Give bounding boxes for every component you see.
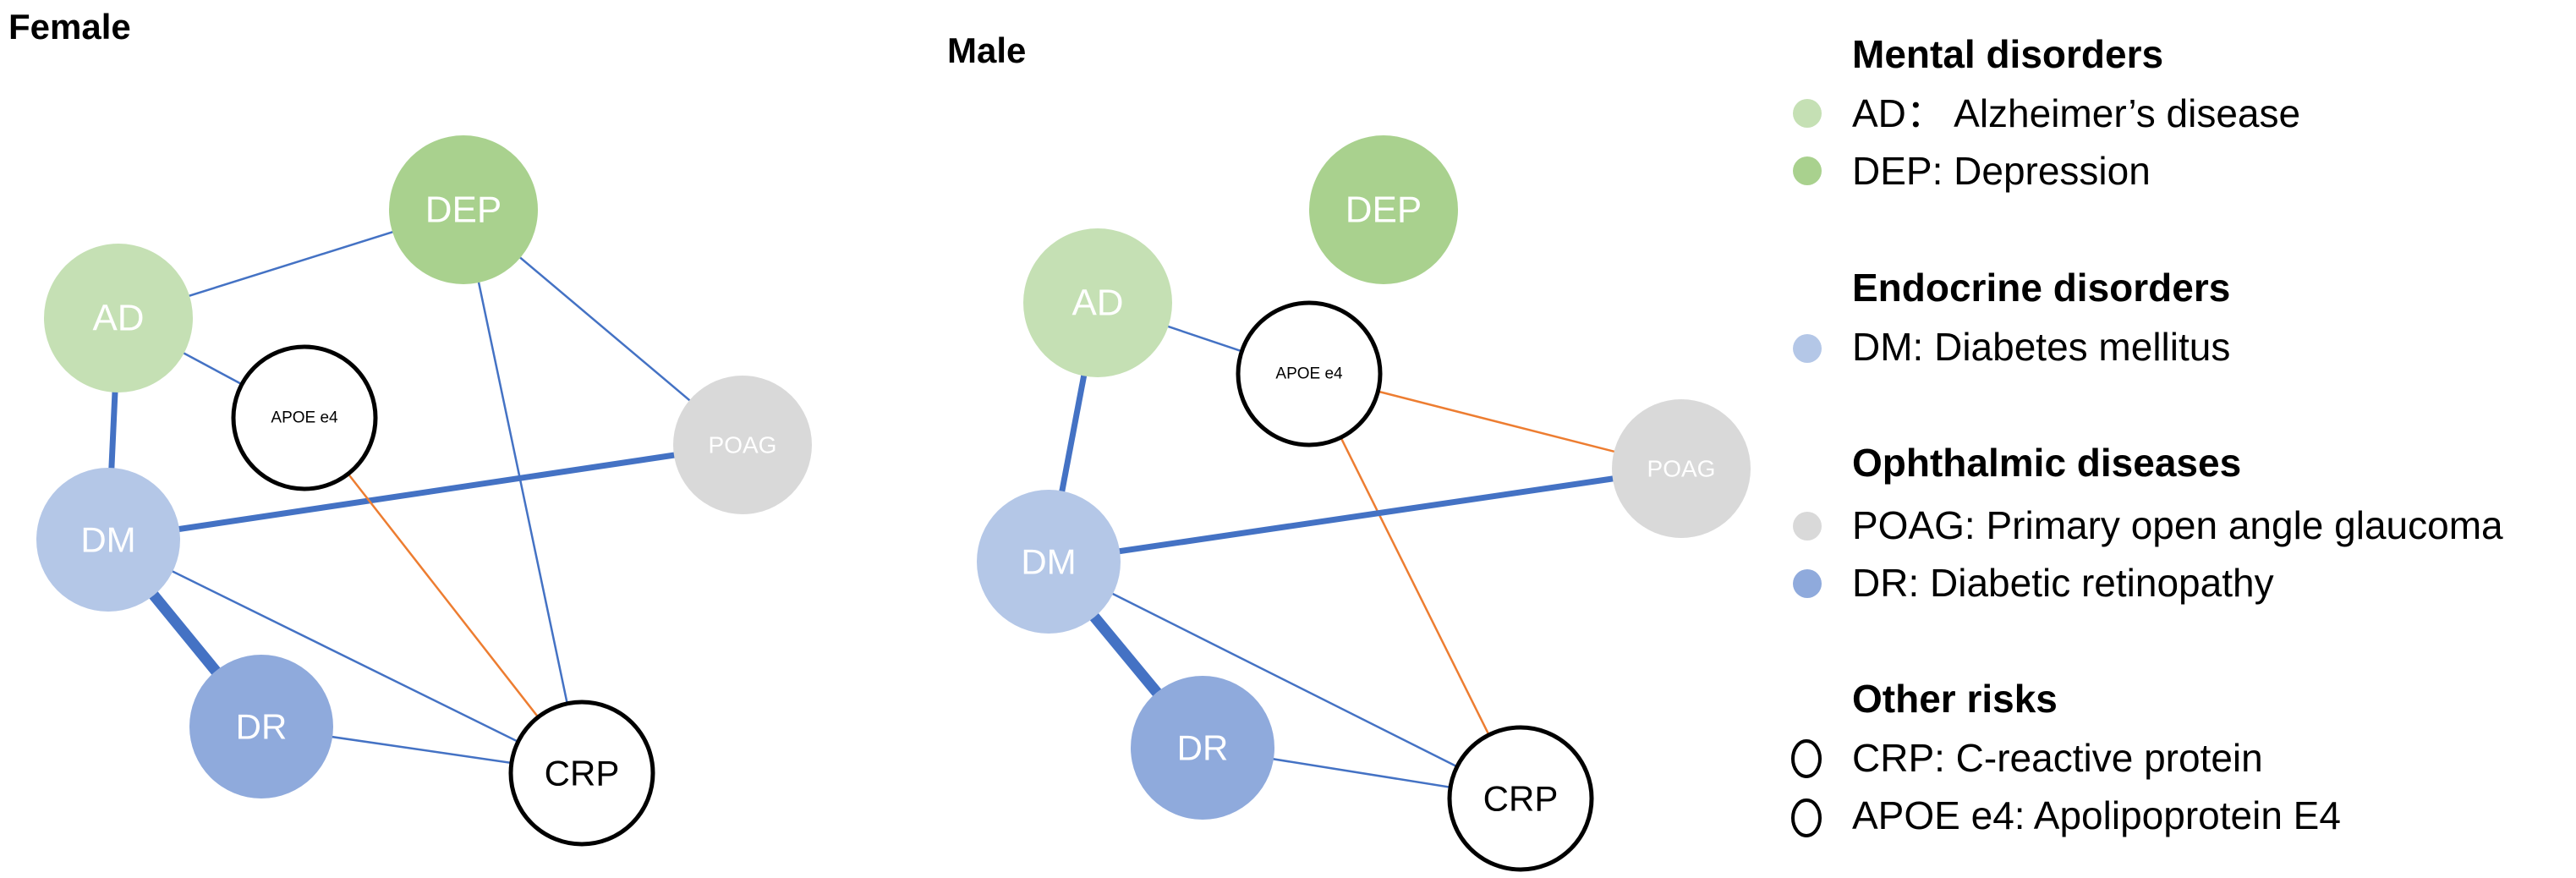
male-edge-dm-poag [1048, 465, 1682, 565]
male-node-dep: DEP [1309, 135, 1458, 284]
legend-heading-mental: Mental disorders [1852, 32, 2163, 76]
legend-marker-apoe [1791, 798, 1822, 837]
female-panel-title: Female [8, 7, 131, 47]
female-node-circle-dr [189, 655, 333, 798]
male-node-apoe: APOE e4 [1236, 300, 1383, 447]
male-node-poag: POAG [1612, 399, 1751, 538]
male-node-circle-dm [977, 490, 1121, 634]
female-node-circle-dep [389, 135, 538, 284]
legend-item-apoe: APOE e4: Apolipoprotein E4 [1852, 793, 2341, 837]
female-node-apoe: APOE e4 [231, 344, 378, 491]
female-node-circle-crp [508, 700, 655, 847]
female-node-ad: AD [44, 244, 193, 392]
female-node-label-crp: CRP [545, 754, 620, 793]
male-node-label-ad: AD [1072, 283, 1123, 324]
legend-marker-crp [1791, 739, 1822, 778]
female-edge-apoe-crp [304, 417, 583, 774]
legend-item-ad: AD： Alzheimer’s disease [1852, 91, 2300, 135]
male-node-circle-poag [1612, 399, 1751, 538]
male-node-circle-dep [1309, 135, 1458, 284]
female-node-dm: DM [36, 468, 180, 612]
female-node-label-dm: DM [80, 520, 135, 560]
male-node-label-dr: DR [1177, 728, 1229, 768]
male-node-dm: DM [977, 490, 1121, 634]
legend-heading-endocrine: Endocrine disorders [1852, 266, 2230, 310]
male-node-label-crp: CRP [1483, 779, 1559, 819]
male-node-crp: CRP [1447, 725, 1594, 872]
female-node-label-poag: POAG [709, 432, 777, 458]
female-node-dep: DEP [389, 135, 538, 284]
female-node-circle-apoe [231, 344, 378, 491]
female-node-circle-poag [673, 376, 812, 514]
female-node-label-dep: DEP [425, 189, 501, 231]
female-edge-dep-crp [462, 209, 584, 774]
legend-marker-dr [1793, 569, 1822, 598]
female-node-crp: CRP [508, 700, 655, 847]
female-edge-dm-poag [107, 442, 743, 543]
legend-item-crp: CRP: C-reactive protein [1852, 736, 2263, 780]
female-node-label-dr: DR [236, 707, 288, 747]
male-panel-title: Male [947, 30, 1026, 70]
legend-heading-other: Other risks [1852, 677, 2058, 721]
male-node-label-apoe: APOE e4 [1275, 365, 1343, 383]
legend-heading-ophthalmic: Ophthalmic diseases [1852, 441, 2241, 485]
female-node-label-ad: AD [92, 298, 144, 339]
male-node-label-dm: DM [1021, 542, 1076, 582]
legend-item-dr: DR: Diabetic retinopathy [1852, 561, 2274, 605]
male-node-circle-ad [1023, 228, 1172, 377]
male-node-circle-dr [1131, 676, 1274, 820]
male-node-ad: AD [1023, 228, 1172, 377]
legend-marker-dep [1793, 156, 1822, 185]
female-node-circle-ad [44, 244, 193, 392]
male-node-label-dep: DEP [1346, 189, 1422, 231]
female-edge-dm-crp [107, 538, 583, 775]
legend-item-poag: POAG: Primary open angle glaucoma [1852, 503, 2503, 547]
legend-marker-ad [1793, 99, 1822, 128]
nodes-layer: DEP AD APOE e4 POAG DM DR CRP DEP AD APOE e4 POAG D… [36, 135, 1751, 872]
legend: Mental disorders AD： Alzheimer’s disease… [1791, 32, 2503, 837]
legend-item-dep: DEP: Depression [1852, 149, 2151, 193]
male-node-dr: DR [1131, 676, 1274, 820]
male-edge-apoe-crp [1307, 373, 1522, 799]
edges-layer [103, 208, 1682, 800]
female-node-poag: POAG [673, 376, 812, 514]
female-node-label-apoe: APOE e4 [271, 409, 338, 427]
female-node-dr: DR [189, 655, 333, 798]
female-node-circle-dm [36, 468, 180, 612]
legend-marker-poag [1793, 512, 1822, 541]
legend-marker-dm [1793, 334, 1822, 363]
male-edge-dm-crp [1048, 560, 1521, 800]
male-node-label-poag: POAG [1647, 456, 1716, 482]
male-node-circle-apoe [1236, 300, 1383, 447]
male-node-circle-crp [1447, 725, 1594, 872]
legend-item-dm: DM: Diabetes mellitus [1852, 325, 2230, 369]
